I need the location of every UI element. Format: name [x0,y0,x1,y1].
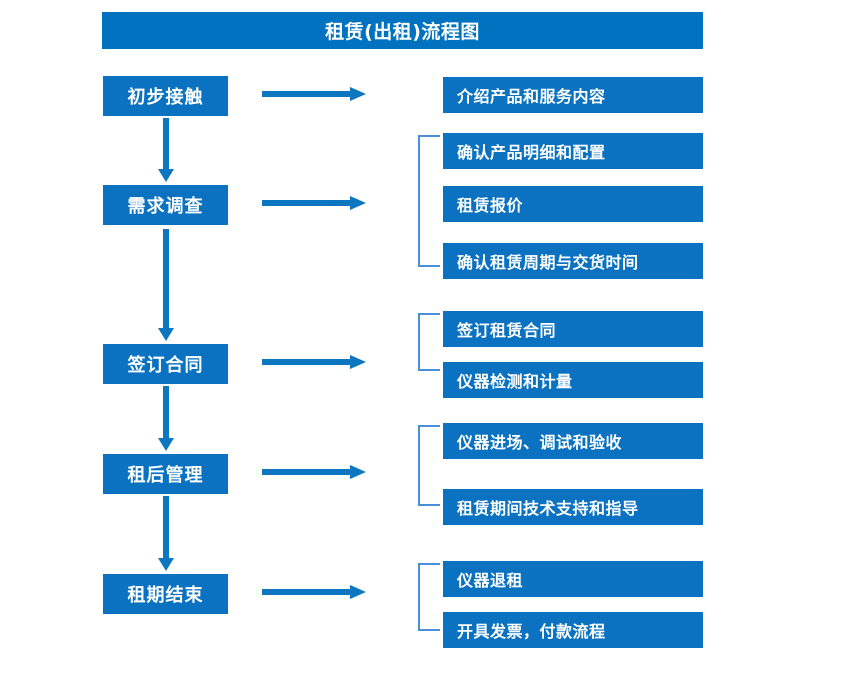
arrow-head [350,87,366,101]
group-bracket-2 [418,135,440,267]
group-bracket-5 [418,563,440,631]
arrow-shaft [262,469,352,475]
arrow-stage-1-to-2-icon [158,118,174,182]
arrow-head [158,558,174,571]
arrow-to-group-4-icon [262,464,366,480]
arrow-head [158,169,174,182]
arrow-shaft [262,359,352,365]
arrow-head [158,438,174,451]
arrow-shaft [262,91,352,97]
arrow-to-group-2-icon [262,195,366,211]
arrow-to-group-1-icon [262,86,366,102]
arrow-head [350,196,366,210]
stage-box-3[interactable]: 签订合同 [103,344,228,384]
page-title: 租赁(出租)流程图 [102,12,703,49]
stage-box-1[interactable]: 初步接触 [103,76,228,116]
arrow-head [158,328,174,341]
detail-box-2-3[interactable]: 确认租赁周期与交货时间 [443,243,703,279]
arrow-shaft [262,200,352,206]
group-bracket-4 [418,425,440,506]
detail-box-3-2[interactable]: 仪器检测和计量 [443,362,703,398]
detail-box-1-1[interactable]: 介绍产品和服务内容 [443,77,703,113]
arrow-to-group-3-icon [262,354,366,370]
detail-box-4-1[interactable]: 仪器进场、调试和验收 [443,423,703,459]
arrow-stage-4-to-5-icon [158,496,174,571]
detail-box-2-1[interactable]: 确认产品明细和配置 [443,133,703,169]
arrow-shaft [163,118,169,169]
detail-box-5-2[interactable]: 开具发票，付款流程 [443,612,703,648]
arrow-shaft [163,229,169,328]
detail-box-3-1[interactable]: 签订租赁合同 [443,311,703,347]
arrow-stage-3-to-4-icon [158,386,174,451]
arrow-head [350,465,366,479]
arrow-shaft [163,496,169,558]
stage-box-2[interactable]: 需求调查 [103,185,228,225]
detail-box-5-1[interactable]: 仪器退租 [443,561,703,597]
detail-box-2-2[interactable]: 租赁报价 [443,186,703,222]
stage-box-4[interactable]: 租后管理 [103,454,228,494]
arrow-shaft [163,386,169,438]
arrow-head [350,355,366,369]
arrow-shaft [262,589,352,595]
arrow-head [350,585,366,599]
detail-box-4-2[interactable]: 租赁期间技术支持和指导 [443,489,703,525]
group-bracket-3 [418,313,440,371]
stage-box-5[interactable]: 租期结束 [103,574,228,614]
arrow-to-group-5-icon [262,584,366,600]
arrow-stage-2-to-3-icon [158,229,174,341]
